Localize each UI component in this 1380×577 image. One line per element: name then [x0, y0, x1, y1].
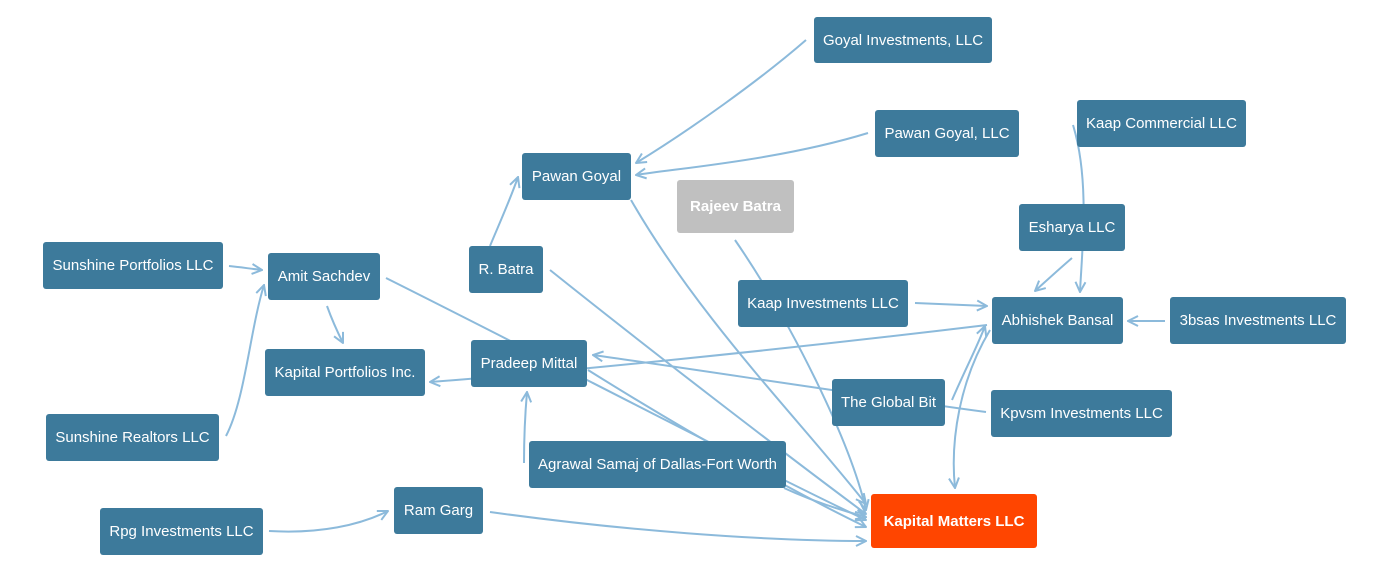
edge-amit-sachdev-to-kapital-matters [385, 277, 866, 520]
edge-ram-garg-to-kapital-matters [489, 511, 866, 541]
node-kaap-commercial-llc[interactable]: Kaap Commercial LLC [1077, 100, 1246, 147]
node-pawan-goyal-llc[interactable]: Pawan Goyal, LLC [875, 110, 1019, 157]
node-pawan-goyal[interactable]: Pawan Goyal [522, 153, 631, 200]
node-sunshine-realtors-llc[interactable]: Sunshine Realtors LLC [46, 414, 219, 461]
node-sunshine-portfolios-llc[interactable]: Sunshine Portfolios LLC [43, 242, 223, 289]
node-amit-sachdev[interactable]: Amit Sachdev [268, 253, 380, 300]
edge-rajeev-batra-to-kapital-matters [734, 239, 866, 510]
edge-pawan-goyal-llc-to-pawan-goyal [636, 132, 869, 175]
node-rajeev-batra[interactable]: Rajeev Batra [677, 180, 794, 233]
edge-global-bit-to-abhishek-bansal [951, 326, 985, 401]
node-kaap-investments-llc[interactable]: Kaap Investments LLC [738, 280, 908, 327]
edge-abhishek-bansal-to-kapital-matters [954, 329, 991, 488]
node-goyal-investments-llc[interactable]: Goyal Investments, LLC [814, 17, 992, 63]
node-kpvsm-investments-llc[interactable]: Kpvsm Investments LLC [991, 390, 1172, 437]
edge-amit-sachdev-to-kapital-portfolios [326, 305, 343, 343]
edge-kaap-inv-to-abhishek-bansal [914, 303, 987, 306]
edge-goyal-inv-to-pawan-goyal [636, 39, 807, 163]
edge-agrawal-samaj-to-pradeep-mittal [524, 392, 527, 464]
node-ram-garg[interactable]: Ram Garg [394, 487, 483, 534]
node-r-batra[interactable]: R. Batra [469, 246, 543, 293]
edge-agrawal-samaj-to-kapital-matters [783, 487, 866, 517]
node-abhishek-bansal[interactable]: Abhishek Bansal [992, 297, 1123, 344]
node-kapital-portfolios-inc[interactable]: Kapital Portfolios Inc. [265, 349, 425, 396]
edge-rpg-inv-to-ram-garg [268, 511, 388, 533]
edge-esharya-to-abhishek-bansal [1035, 257, 1073, 291]
node-pradeep-mittal[interactable]: Pradeep Mittal [471, 340, 587, 387]
edge-pawan-goyal-to-kapital-matters [630, 199, 866, 504]
node-the-global-bit[interactable]: The Global Bit [832, 379, 945, 426]
edge-sunshine-portfolios-to-amit-sachdev [228, 266, 262, 270]
node-esharya-llc[interactable]: Esharya LLC [1019, 204, 1125, 251]
node-3bsas-investments-llc[interactable]: 3bsas Investments LLC [1170, 297, 1346, 344]
node-kapital-matters-llc[interactable]: Kapital Matters LLC [871, 494, 1037, 548]
node-rpg-investments-llc[interactable]: Rpg Investments LLC [100, 508, 263, 555]
edge-r-batra-to-pawan-goyal [489, 177, 518, 247]
edge-r-batra-to-kapital-matters [549, 269, 866, 514]
edge-sunshine-realtors-to-amit-sachdev [225, 285, 264, 437]
node-agrawal-samaj-dallas-fort-worth[interactable]: Agrawal Samaj of Dallas-Fort Worth [529, 441, 786, 488]
